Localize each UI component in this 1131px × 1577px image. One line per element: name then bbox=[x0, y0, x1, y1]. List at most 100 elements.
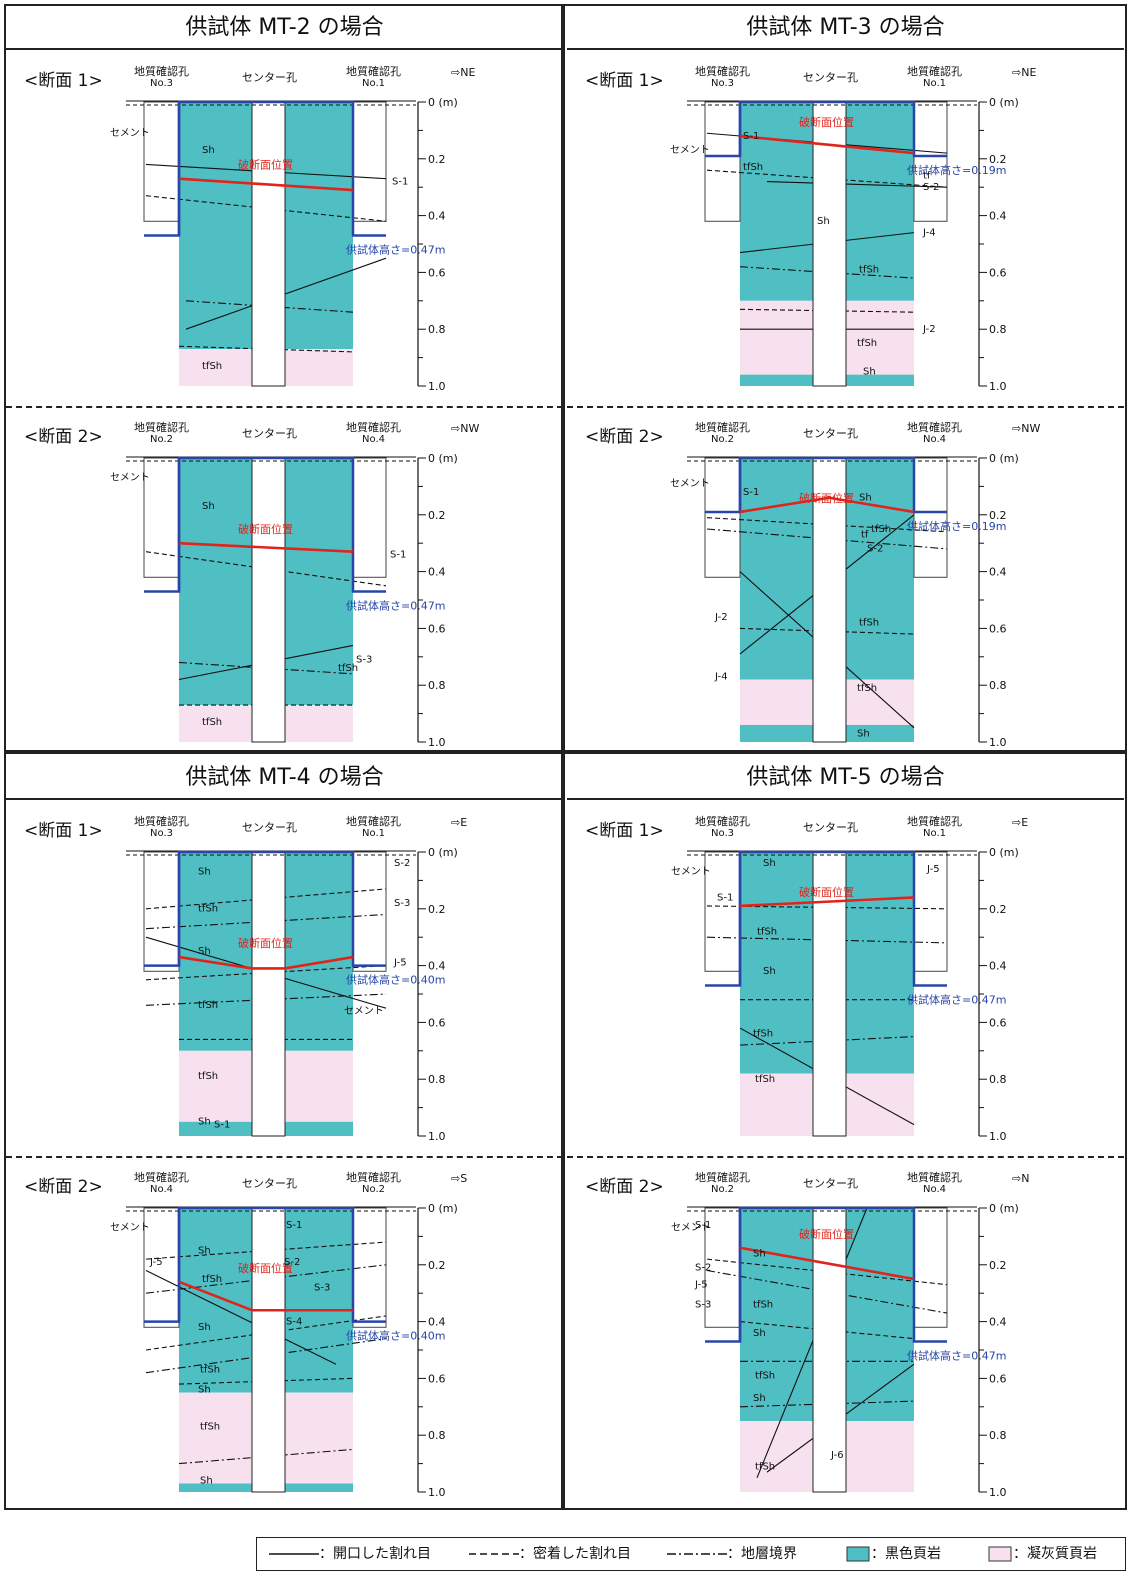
scale-tick-label: 1.0 bbox=[428, 1130, 446, 1143]
scale-tick-label: 0.6 bbox=[989, 1372, 1007, 1385]
center-hole bbox=[251, 101, 286, 387]
specimen-outline bbox=[144, 1206, 386, 1323]
scale-tick-label: 0.8 bbox=[989, 1073, 1007, 1086]
direction-text: S bbox=[460, 1172, 468, 1185]
break-label: 破断面位置 bbox=[238, 1261, 293, 1275]
arrow-right-icon: ⇨ bbox=[451, 1172, 461, 1185]
legend-boundary: ：地層境界 bbox=[667, 1538, 797, 1570]
hole-number: No.1 bbox=[362, 78, 385, 89]
geology-label: S-1 bbox=[286, 1220, 302, 1231]
scale-tick-label: 0.4 bbox=[989, 210, 1007, 223]
hole-label-line: 地質確認孔 bbox=[134, 1171, 189, 1184]
geology-label: Sh bbox=[200, 1475, 213, 1486]
geology-label: tfSh bbox=[755, 1461, 775, 1472]
geology-label: Sh bbox=[198, 1245, 211, 1256]
open-crack-line bbox=[145, 1269, 337, 1365]
section-title: <断面 2> bbox=[585, 1177, 664, 1197]
specimen-outline bbox=[144, 456, 386, 593]
hole-label-line: 地質確認孔 bbox=[346, 1171, 401, 1184]
geology-label: S-3 bbox=[356, 654, 372, 665]
specimen-height-label: 供試体高さ=0.47m bbox=[346, 242, 445, 256]
scale-tick-label: 0.6 bbox=[428, 1372, 446, 1385]
break-label: 破断面位置 bbox=[238, 158, 293, 172]
open-crack-line bbox=[756, 1207, 868, 1479]
center-hole-label: センター孔 bbox=[242, 821, 297, 834]
center-hole-label: センター孔 bbox=[242, 71, 297, 84]
geology-label: セメント bbox=[670, 477, 710, 489]
section-title: <断面 1> bbox=[585, 71, 664, 91]
scale-tick-label: 0 (m) bbox=[428, 846, 458, 859]
specimen-outline bbox=[144, 850, 386, 967]
scale-tick-label: 0.4 bbox=[989, 566, 1007, 579]
direction-label: ⇨NW bbox=[451, 422, 479, 435]
break-line bbox=[178, 1280, 353, 1312]
center-hole-label: センター孔 bbox=[242, 1177, 297, 1190]
legend-tuffaceous-shale: ：凝灰質頁岩 bbox=[987, 1538, 1097, 1570]
hole-number: No.3 bbox=[711, 78, 734, 89]
specimen-outline bbox=[144, 100, 386, 237]
geology-label: S-1 bbox=[214, 1119, 230, 1130]
break-line bbox=[178, 541, 354, 554]
left-check-hole bbox=[143, 851, 180, 972]
geology-label: tfSh bbox=[198, 1071, 218, 1082]
geology-label: S-3 bbox=[695, 1299, 711, 1310]
scale-tick-label: 0 (m) bbox=[989, 846, 1019, 859]
center-hole bbox=[251, 851, 286, 1137]
geology-label: J-5 bbox=[694, 1280, 708, 1291]
hole-label-line: 地質確認孔 bbox=[134, 65, 189, 78]
specimen-height-label: 供試体高さ=0.40m bbox=[346, 1329, 445, 1343]
figure-title: 供試体 MT-2 の場合 bbox=[6, 6, 563, 50]
scale-tick-label: 0 (m) bbox=[428, 452, 458, 465]
specimen-height-label: 供試体高さ=0.40m bbox=[346, 973, 445, 987]
geology-label: J-4 bbox=[714, 672, 728, 683]
hole-label-line: 地質確認孔 bbox=[695, 65, 750, 78]
direction-text: NE bbox=[460, 66, 476, 79]
arrow-right-icon: ⇨ bbox=[1012, 816, 1022, 829]
scale-tick-label: 0.2 bbox=[989, 509, 1007, 522]
hole-number: No.1 bbox=[923, 828, 946, 839]
hole-number: No.1 bbox=[923, 78, 946, 89]
figure-title: 供試体 MT-3 の場合 bbox=[567, 6, 1124, 50]
geology-label: S-2 bbox=[695, 1262, 711, 1273]
specimen-height-label: 供試体高さ=0.47m bbox=[346, 598, 445, 612]
specimen-height-label: 供試体高さ=0.19m bbox=[907, 519, 1006, 533]
geology-label: Sh bbox=[202, 145, 215, 156]
geology-label: Sh bbox=[753, 1328, 766, 1339]
geology-label: tfSh bbox=[757, 926, 777, 937]
hole-number: No.2 bbox=[362, 1184, 385, 1195]
scale-tick-label: 1.0 bbox=[989, 1130, 1007, 1143]
specimen-height-label: 供試体高さ=0.19m bbox=[907, 163, 1006, 177]
geology-label: S-1 bbox=[743, 131, 759, 142]
scale-tick-label: 0.6 bbox=[989, 622, 1007, 635]
center-hole bbox=[812, 851, 847, 1137]
break-line bbox=[178, 955, 354, 970]
hole-label-line: 地質確認孔 bbox=[134, 815, 189, 828]
geology-label: セメント bbox=[671, 1222, 711, 1234]
geology-label: S-2 bbox=[923, 182, 939, 193]
scale-tick-label: 0.2 bbox=[428, 509, 446, 522]
scale-tick-label: 0.4 bbox=[428, 566, 446, 579]
scale-tick-label: 0 (m) bbox=[428, 96, 458, 109]
geology-label: tfSh bbox=[198, 904, 218, 915]
geology-label: S-2 bbox=[867, 544, 883, 555]
geology-label: Sh bbox=[863, 367, 876, 378]
scale-tick-label: 0.8 bbox=[989, 323, 1007, 336]
scale-tick-label: 0.8 bbox=[428, 1073, 446, 1086]
geology-label: tfSh bbox=[859, 264, 879, 275]
